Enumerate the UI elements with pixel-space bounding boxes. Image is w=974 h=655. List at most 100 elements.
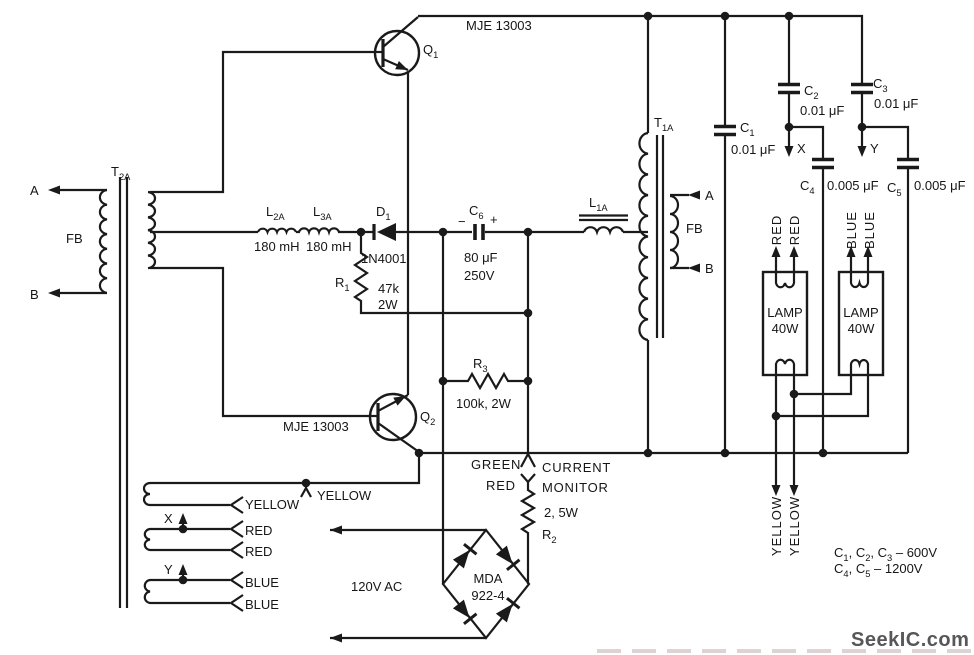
- bridge-diode-ul-icon: [452, 543, 478, 569]
- label-lamp2-name: LAMP: [843, 305, 878, 320]
- label-red-winding-2: RED: [245, 544, 272, 559]
- label-lamp2-lead1: BLUE: [844, 211, 859, 249]
- watermark: SeekIC.com: [851, 629, 969, 651]
- label-c5-value: 0.005 μF: [914, 178, 966, 193]
- lamp-1: RED RED LAMP 40W: [761, 215, 809, 377]
- lamp-2: BLUE BLUE LAMP 40W: [837, 211, 885, 377]
- blue-winding-path: [143, 578, 230, 605]
- lamp1-lead2-arrow-icon: [789, 246, 799, 257]
- label-c3-ref: C3: [873, 76, 888, 94]
- q2-lower-lead: [377, 422, 420, 453]
- current-monitor: GREEN RED CURRENT MONITOR: [471, 451, 610, 495]
- y-out-arrow-icon: [857, 146, 867, 157]
- q2-base-wire: [150, 266, 378, 418]
- red-winding-path: [143, 527, 230, 552]
- r3-zigzag: [443, 371, 528, 391]
- t1a-fb-coil: [669, 194, 680, 270]
- label-lamp2-lead2: BLUE: [862, 211, 877, 249]
- t1a-term-b-arrow-icon: [688, 263, 700, 273]
- label-yellow-winding: YELLOW: [245, 497, 300, 512]
- lamp1-bottom-filament: [774, 358, 796, 375]
- label-r2-ref: R2: [542, 527, 557, 545]
- label-yellow-return-2: YELLOW: [787, 496, 802, 556]
- yellow-winding-path: [142, 453, 421, 507]
- capacitor-c1: C1 0.01 μF: [714, 16, 775, 453]
- label-d1-ref: D1: [376, 204, 391, 222]
- yellow-return-2-arrow-icon: [771, 485, 781, 496]
- lamp2-top-filament: [849, 272, 870, 289]
- capacitor-c5: C5 0.005 μF: [862, 125, 966, 453]
- t2a-heater-windings: YELLOW YELLOW X RED RED Y BLUE BLUE: [142, 453, 421, 612]
- q1-emitter-arrow-icon: [395, 61, 408, 70]
- l1a-coil: [582, 226, 625, 236]
- label-q1-part: MJE 13003: [466, 18, 532, 33]
- label-blue-winding-2: BLUE: [245, 597, 279, 612]
- t2a-term-b-arrow-icon: [48, 288, 60, 298]
- label-q2-part: MJE 13003: [283, 419, 349, 434]
- label-c6-plus: +: [490, 212, 498, 227]
- cross-wire-1: [792, 375, 853, 396]
- t1a-primary-coil: [638, 131, 649, 342]
- label-red-winding-1: RED: [245, 523, 272, 538]
- inductor-l3a: L3A 180 mH: [296, 204, 352, 254]
- d1-triangle: [377, 223, 396, 241]
- bridge-diode-ll-icon: [452, 599, 478, 625]
- blue-connector-chevron-2-icon: [229, 594, 244, 612]
- label-r3-value: 100k, 2W: [456, 396, 512, 411]
- label-t1a-fb: FB: [686, 221, 703, 236]
- note-line-1: C1, C2, C3 – 600V: [834, 545, 937, 563]
- label-c5-ref: C5: [887, 180, 902, 198]
- lamp1-body: [761, 270, 809, 377]
- label-r1-value: 47k: [378, 281, 399, 296]
- label-l3a-ref: L3A: [313, 204, 332, 222]
- l2a-coil: [256, 227, 298, 236]
- lamp2-body: [837, 270, 885, 377]
- label-c4-value: 0.005 μF: [827, 178, 879, 193]
- c5-top-wire: [862, 125, 910, 158]
- lamp2-bottom-filament: [849, 358, 870, 375]
- voltage-notes: C1, C2, C3 – 600V C4, C5 – 1200V: [834, 545, 937, 579]
- label-current-monitor-2: MONITOR: [542, 480, 609, 495]
- red-connector-chevron-2-icon: [229, 541, 244, 559]
- label-red-terminal: RED: [486, 478, 516, 493]
- bridge-diode-ur-icon: [495, 545, 521, 571]
- red-connector-chevron-1-icon: [229, 520, 244, 538]
- cross-wire-2: [774, 375, 870, 418]
- red-terminal-icon: [520, 473, 536, 484]
- lamp2-lead1-arrow-icon: [846, 246, 856, 257]
- label-t1a-ref: T1A: [654, 115, 674, 133]
- junction-dots: [178, 11, 867, 585]
- label-c3-value: 0.01 μF: [874, 96, 918, 111]
- lamp-return-wiring: YELLOW YELLOW: [769, 375, 870, 556]
- label-blue-winding-1: BLUE: [245, 575, 279, 590]
- capacitor-c4: C4 0.005 μF: [789, 125, 879, 453]
- blue-connector-chevron-1-icon: [229, 571, 244, 589]
- inductor-l2a: L2A 180 mH: [254, 204, 300, 254]
- label-c6-value: 80 μF: [464, 250, 498, 265]
- label-y-right: Y: [870, 141, 879, 156]
- q1-base-wire: [150, 50, 383, 194]
- bridge-diamond: [441, 528, 531, 640]
- ac-arrow-1-icon: [330, 525, 342, 535]
- bridge-rectifier: MDA 922-4: [441, 528, 531, 640]
- label-l3a-value: 180 mH: [306, 239, 352, 254]
- label-x-right: X: [797, 141, 806, 156]
- label-r2-value: 2, 5W: [544, 505, 579, 520]
- label-lamp1-lead2: RED: [787, 215, 802, 245]
- bridge-diode-lr-icon: [495, 597, 521, 623]
- x-out-arrow-icon: [784, 146, 794, 157]
- label-l2a-value: 180 mH: [254, 239, 300, 254]
- wires: [150, 14, 908, 640]
- label-c4-ref: C4: [800, 178, 815, 196]
- label-c1-value: 0.01 μF: [731, 142, 775, 157]
- resistor-r3: R3 100k, 2W: [443, 356, 528, 411]
- yellow-connector-chevron-icon: [229, 496, 244, 514]
- r2-zigzag: [519, 482, 537, 584]
- t1a-term-a-arrow-icon: [688, 190, 700, 200]
- q1-collector: [382, 16, 419, 48]
- label-ac-input: 120V AC: [351, 579, 402, 594]
- label-lamp2-wattage: 40W: [848, 321, 875, 336]
- t2a-fb-coil: [98, 188, 108, 294]
- label-yellow-return-1: YELLOW: [769, 496, 784, 556]
